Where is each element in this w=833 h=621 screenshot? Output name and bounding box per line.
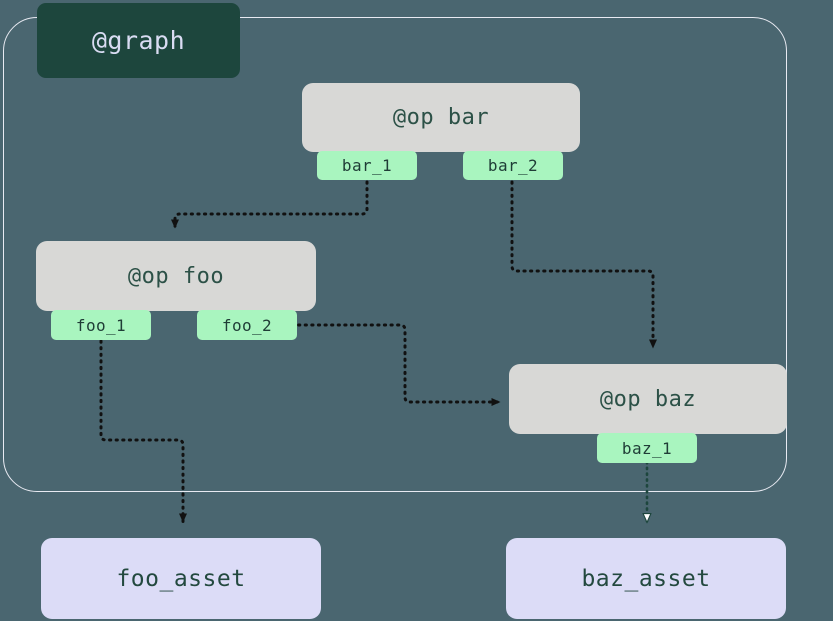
- node-op-foo[interactable]: @op foo: [36, 241, 316, 311]
- port-baz-1-label: baz_1: [621, 438, 673, 458]
- node-asset-baz-asset[interactable]: baz_asset: [506, 538, 786, 619]
- port-foo-2[interactable]: foo_2: [197, 310, 297, 340]
- node-op-baz[interactable]: @op baz: [509, 364, 787, 434]
- port-bar-1-label: bar_1: [341, 156, 393, 175]
- node-op-bar[interactable]: @op bar: [302, 83, 580, 152]
- port-foo-2-label: foo_2: [221, 315, 273, 335]
- port-bar-1[interactable]: bar_1: [317, 151, 417, 180]
- port-foo-1-label: foo_1: [75, 315, 127, 335]
- port-baz-1[interactable]: baz_1: [597, 433, 697, 463]
- port-bar-2-label: bar_2: [487, 156, 539, 175]
- node-op-foo-label: @op foo: [127, 263, 225, 289]
- port-foo-1[interactable]: foo_1: [51, 310, 151, 340]
- cluster-label-text: @graph: [91, 26, 186, 55]
- node-asset-foo-asset-label: foo_asset: [116, 565, 246, 592]
- node-asset-foo-asset[interactable]: foo_asset: [41, 538, 321, 619]
- cluster-label-graph[interactable]: @graph: [37, 3, 240, 78]
- node-asset-baz-asset-label: baz_asset: [581, 565, 711, 592]
- node-op-bar-label: @op bar: [392, 105, 490, 130]
- node-op-baz-label: @op baz: [599, 386, 697, 412]
- port-bar-2[interactable]: bar_2: [463, 151, 563, 180]
- graph-cluster-border: [3, 17, 787, 492]
